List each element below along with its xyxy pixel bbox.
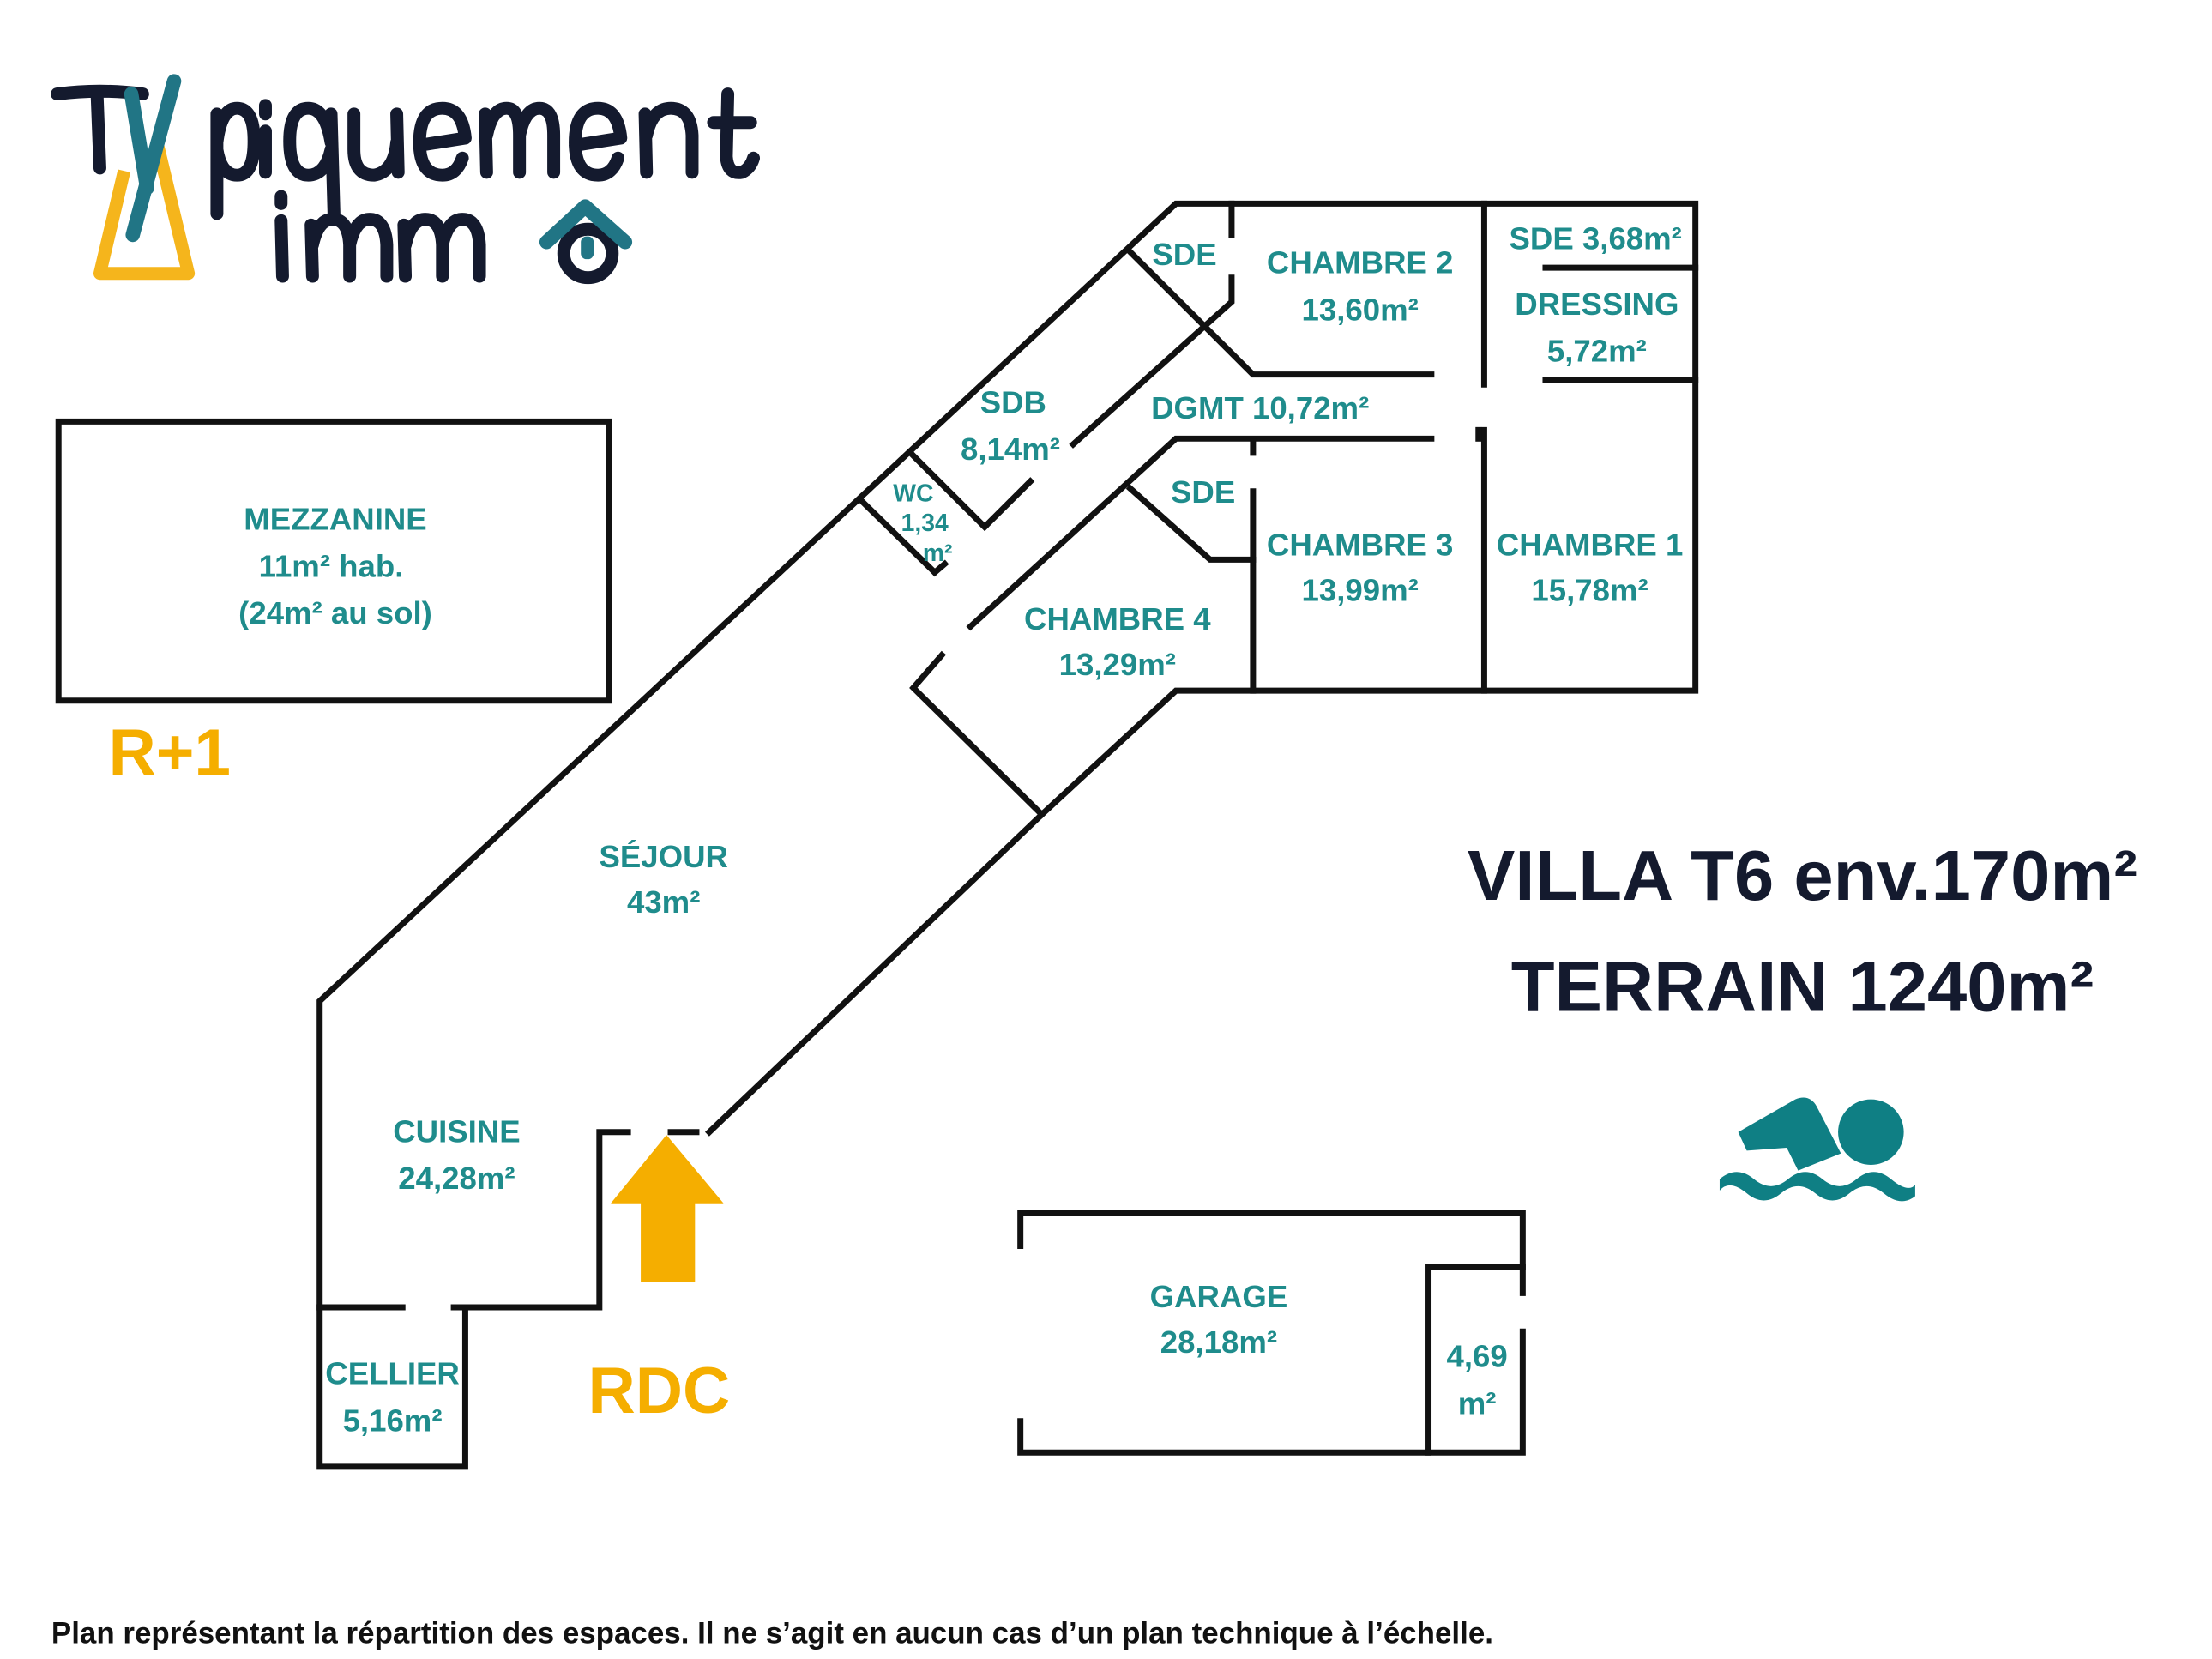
arrow-up-icon <box>611 1135 724 1282</box>
logo-y-stroke <box>124 74 182 243</box>
label-sde-1: SDE <box>1152 237 1216 272</box>
label-mezzanine-floor: (24m² au sol) <box>238 595 432 630</box>
label-sejour-area: 43m² <box>627 884 700 920</box>
disclaimer: Plan représentant la répartition des esp… <box>51 1617 1493 1650</box>
label-garage: GARAGE <box>1150 1279 1288 1314</box>
label-cuisine: CUISINE <box>393 1113 520 1149</box>
label-annex-unit: m² <box>1458 1386 1497 1421</box>
logo-letter-e2 <box>569 101 628 182</box>
label-mezzanine-area: 11m² hab. <box>259 548 404 583</box>
logo-letter-n <box>638 101 699 179</box>
label-wc-area: 1,34 <box>901 509 949 536</box>
level-rdc-label: RDC <box>588 1354 731 1427</box>
swimmer-icon <box>1719 1097 1915 1202</box>
label-cellier-area: 5,16m² <box>343 1403 443 1438</box>
level-r1-label: R+1 <box>108 716 231 789</box>
label-mezzanine: MEZZANINE <box>244 502 426 537</box>
logo-letter-m <box>479 101 561 179</box>
logo-letter-p <box>210 101 261 220</box>
logo-letter-u <box>347 107 405 182</box>
logo-letter-e <box>413 101 472 182</box>
label-sdb-area: 8,14m² <box>961 431 1060 467</box>
logo-o-dot <box>581 236 594 260</box>
logo-letter-m3 <box>397 213 486 283</box>
headline-villa: VILLA T6 env.170m² <box>1468 836 2137 915</box>
label-dressing: DRESSING <box>1515 287 1679 322</box>
label-cuisine-area: 24,28m² <box>398 1161 515 1196</box>
logo-triangle <box>93 141 196 281</box>
room-labels: MEZZANINE 11m² hab. (24m² au sol) SDE CH… <box>238 221 1683 1439</box>
label-chambre-4-area: 13,29m² <box>1059 647 1176 682</box>
label-chambre-3-area: 13,99m² <box>1302 573 1419 608</box>
logo-o <box>557 222 619 285</box>
logo-letter-t2 <box>707 87 761 179</box>
label-chambre-1-area: 15,78m² <box>1531 573 1648 608</box>
headline-terrain: TERRAIN 1240m² <box>1511 947 2094 1027</box>
label-dgmt: DGMT 10,72m² <box>1151 390 1369 425</box>
house-roof-icon <box>539 199 633 250</box>
label-cellier: CELLIER <box>325 1356 460 1391</box>
logo <box>51 74 761 285</box>
label-chambre-3: CHAMBRE 3 <box>1267 527 1454 562</box>
label-annex: 4,69 <box>1446 1339 1507 1374</box>
garage-walls <box>1017 1210 1526 1456</box>
label-wc: WC <box>893 479 933 506</box>
logo-letter-m2 <box>304 213 394 283</box>
label-chambre-4: CHAMBRE 4 <box>1024 601 1211 636</box>
logo-letter-q <box>283 101 341 220</box>
label-chambre-2-area: 13,60m² <box>1302 293 1419 328</box>
label-chambre-2: CHAMBRE 2 <box>1267 245 1454 281</box>
house-walls <box>316 200 1699 1470</box>
label-sde-2: SDE 3,68m² <box>1510 221 1682 256</box>
label-sdb: SDB <box>980 384 1046 419</box>
mezzanine-wall <box>55 418 612 704</box>
label-sde-3: SDE <box>1171 474 1235 510</box>
label-wc-unit: m² <box>923 539 953 566</box>
label-dressing-area: 5,72m² <box>1547 334 1647 369</box>
label-sejour: SÉJOUR <box>599 839 727 874</box>
label-garage-area: 28,18m² <box>1160 1324 1277 1360</box>
logo-letter-i2 <box>274 190 289 283</box>
label-chambre-1: CHAMBRE 1 <box>1497 527 1684 562</box>
